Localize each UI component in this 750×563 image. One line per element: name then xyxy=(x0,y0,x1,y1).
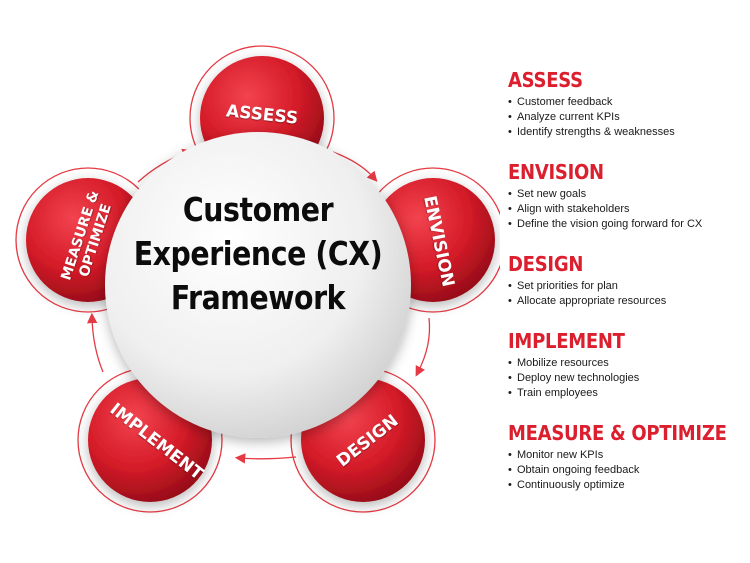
center-title-line1: Customer xyxy=(182,190,334,229)
list-item: Monitor new KPIs xyxy=(508,448,744,463)
list-item: Align with stakeholders xyxy=(508,202,744,217)
list-item: Train employees xyxy=(508,386,744,401)
section-list: Customer feedback Analyze current KPIs I… xyxy=(508,95,744,140)
arrow-assess-envision xyxy=(332,151,378,182)
section-implement: IMPLEMENT Mobilize resources Deploy new … xyxy=(508,329,744,401)
list-item: Deploy new technologies xyxy=(508,371,744,386)
list-item: Allocate appropriate resources xyxy=(508,294,744,309)
section-list: Mobilize resources Deploy new technologi… xyxy=(508,356,744,401)
arrow-design-implement xyxy=(234,453,297,464)
cx-framework-diagram: Customer Experience (CX) Framework ASSES… xyxy=(15,45,500,513)
center-sphere xyxy=(105,132,411,438)
section-list: Set priorities for plan Allocate appropr… xyxy=(508,279,744,309)
section-list: Set new goals Align with stakeholders De… xyxy=(508,187,744,232)
list-item: Set new goals xyxy=(508,187,744,202)
section-measure-optimize: MEASURE & OPTIMIZE Monitor new KPIs Obta… xyxy=(508,421,744,493)
list-item: Define the vision going forward for CX xyxy=(508,217,744,232)
framework-details: ASSESS Customer feedback Analyze current… xyxy=(508,68,744,513)
list-item: Mobilize resources xyxy=(508,356,744,371)
center-title-line3: Framework xyxy=(170,278,346,317)
diagram-graphics xyxy=(15,45,500,513)
section-title: DESIGN xyxy=(508,252,584,276)
list-item: Continuously optimize xyxy=(508,478,744,493)
section-design: DESIGN Set priorities for plan Allocate … xyxy=(508,252,744,309)
arrow-envision-design xyxy=(415,317,431,377)
section-title: MEASURE & OPTIMIZE xyxy=(508,421,727,445)
section-title: ENVISION xyxy=(508,160,604,184)
list-item: Customer feedback xyxy=(508,95,744,110)
arrow-implement-measure xyxy=(86,312,104,373)
list-item: Analyze current KPIs xyxy=(508,110,744,125)
list-item: Identify strengths & weaknesses xyxy=(508,125,744,140)
center-title: Customer Experience (CX) Framework xyxy=(129,188,387,348)
center-title-line2: Experience (CX) xyxy=(133,234,383,273)
list-item: Obtain ongoing feedback xyxy=(508,463,744,478)
section-title: ASSESS xyxy=(508,68,583,92)
list-item: Set priorities for plan xyxy=(508,279,744,294)
section-list: Monitor new KPIs Obtain ongoing feedback… xyxy=(508,448,744,493)
section-assess: ASSESS Customer feedback Analyze current… xyxy=(508,68,744,140)
section-envision: ENVISION Set new goals Align with stakeh… xyxy=(508,160,744,232)
section-title: IMPLEMENT xyxy=(508,329,625,353)
